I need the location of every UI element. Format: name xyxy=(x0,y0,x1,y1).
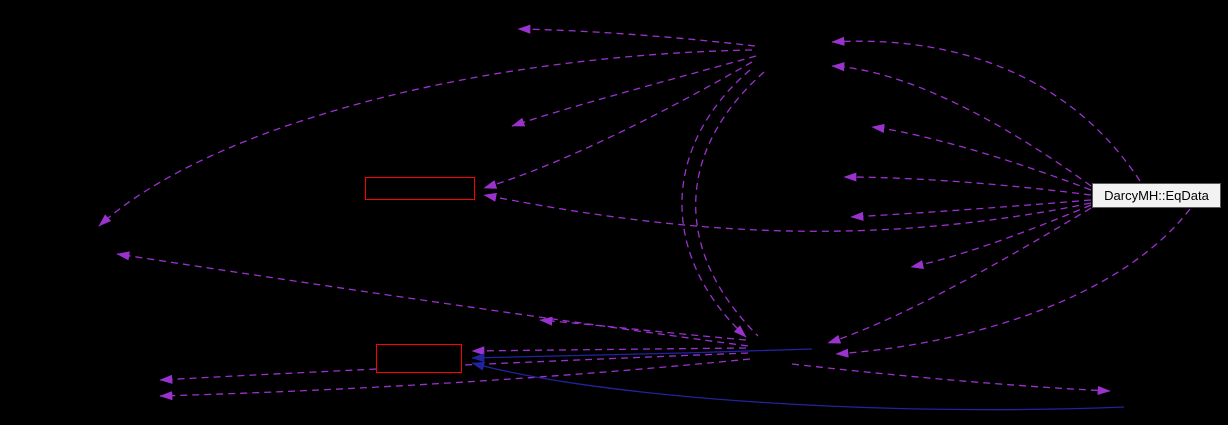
edge-eqdata-to-node3 xyxy=(850,199,1092,221)
edge-tophub-to-bottomhub-1 xyxy=(681,69,751,338)
edge-tophub-to-midleft xyxy=(511,55,757,127)
edge-eqdata-to-tophub-outer xyxy=(831,36,1141,182)
node-red-box-2[interactable] xyxy=(376,344,462,373)
edge-bottomhub-to-redbox2 xyxy=(471,346,747,356)
edge-tophub-to-bottomhub-2 xyxy=(695,71,765,337)
edge-eqdata-to-bottomhub xyxy=(827,207,1092,344)
edge-bottomhub-to-farleft xyxy=(116,251,749,347)
edge-solid-bottomhub-to-redbox2 xyxy=(471,348,813,363)
edge-right-to-bottomhub-outer xyxy=(835,208,1191,358)
node-darcymh-eqdata[interactable]: DarcyMH::EqData xyxy=(1092,183,1221,208)
edge-eqdata-to-node4 xyxy=(910,204,1092,269)
edge-solid-bottomright-to-redbox2 xyxy=(471,361,1125,411)
edge-bottomhub-to-bottomright xyxy=(791,363,1111,395)
node-red-box-1[interactable] xyxy=(365,177,475,200)
edge-tophub-to-topleft xyxy=(517,24,756,47)
edge-tophub-to-farleft xyxy=(98,49,753,227)
edge-bottomhub-to-bottomleft-2 xyxy=(159,358,751,401)
edge-bottomhub-to-center-left xyxy=(539,316,747,341)
edge-tophub-to-redbox1 xyxy=(483,61,753,189)
edge-eqdata-to-node2 xyxy=(843,172,1092,196)
edge-eqdata-to-redbox1 xyxy=(483,192,1092,232)
edge-eqdata-to-tophub-inner xyxy=(831,62,1092,187)
edge-eqdata-to-node1 xyxy=(871,123,1092,191)
